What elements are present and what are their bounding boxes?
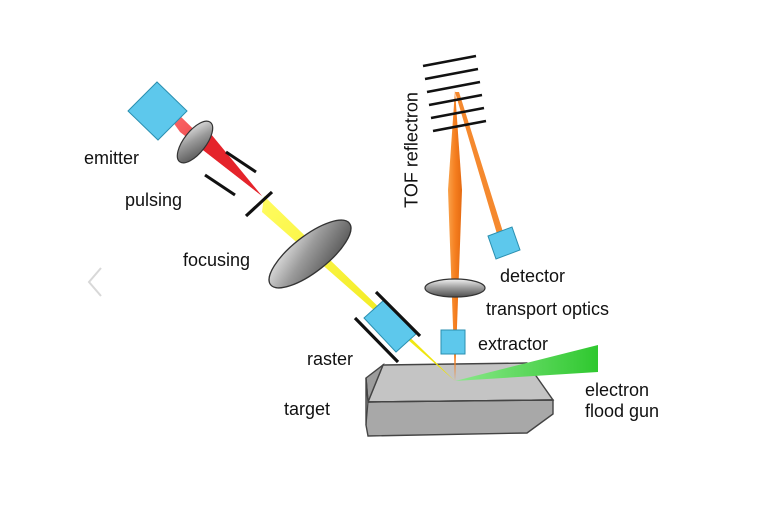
reflectron-plate-5 bbox=[430, 106, 485, 120]
pulsing-plates bbox=[204, 150, 257, 197]
chevron-left-icon bbox=[87, 267, 102, 297]
target-edge-2 bbox=[365, 401, 369, 426]
label-tof-reflectron: TOF reflectron bbox=[401, 92, 422, 208]
focusing-lens bbox=[268, 219, 352, 289]
label-focusing: focusing bbox=[183, 250, 251, 270]
label-detector: detector bbox=[500, 266, 566, 286]
label-extractor: extractor bbox=[478, 334, 549, 354]
label-emitter: emitter bbox=[84, 148, 140, 168]
emitter-box bbox=[127, 81, 188, 141]
raster-plate-upper bbox=[374, 290, 422, 338]
pulsing-aperture bbox=[244, 190, 274, 218]
electron-beam bbox=[455, 345, 598, 381]
reflectron-plates bbox=[422, 54, 487, 133]
raster-plates bbox=[353, 290, 422, 364]
extractor-box bbox=[440, 329, 466, 355]
reflectron-plate-4 bbox=[428, 93, 483, 107]
pulsing-plate-upper bbox=[225, 150, 257, 174]
laser-beam-cone bbox=[190, 128, 262, 196]
label-electron-flood-gun: electron flood gun bbox=[585, 380, 659, 421]
raster-plate-lower bbox=[353, 316, 400, 364]
label-raster: raster bbox=[307, 349, 354, 369]
label-target: target bbox=[284, 399, 331, 419]
pulsing-plate-lower bbox=[204, 173, 236, 197]
emitter-lens bbox=[176, 120, 214, 164]
label-transport-optics: transport optics bbox=[486, 299, 610, 319]
label-pulsing: pulsing bbox=[125, 190, 183, 210]
reflectron-plate-2 bbox=[424, 67, 479, 81]
detector-box bbox=[487, 226, 521, 260]
transport-optics-lens bbox=[424, 278, 486, 298]
tof-primary-beam bbox=[448, 90, 462, 381]
tof-reflected-beam bbox=[455, 92, 503, 234]
label-electron-flood-gun-line1: electron bbox=[585, 380, 650, 400]
label-electron-flood-gun-line2: flood gun bbox=[585, 400, 660, 421]
reflectron-plate-6 bbox=[432, 119, 487, 133]
target-edge bbox=[367, 399, 554, 403]
reflectron-plate-3 bbox=[426, 80, 481, 94]
reflectron-plate-1 bbox=[422, 54, 477, 68]
